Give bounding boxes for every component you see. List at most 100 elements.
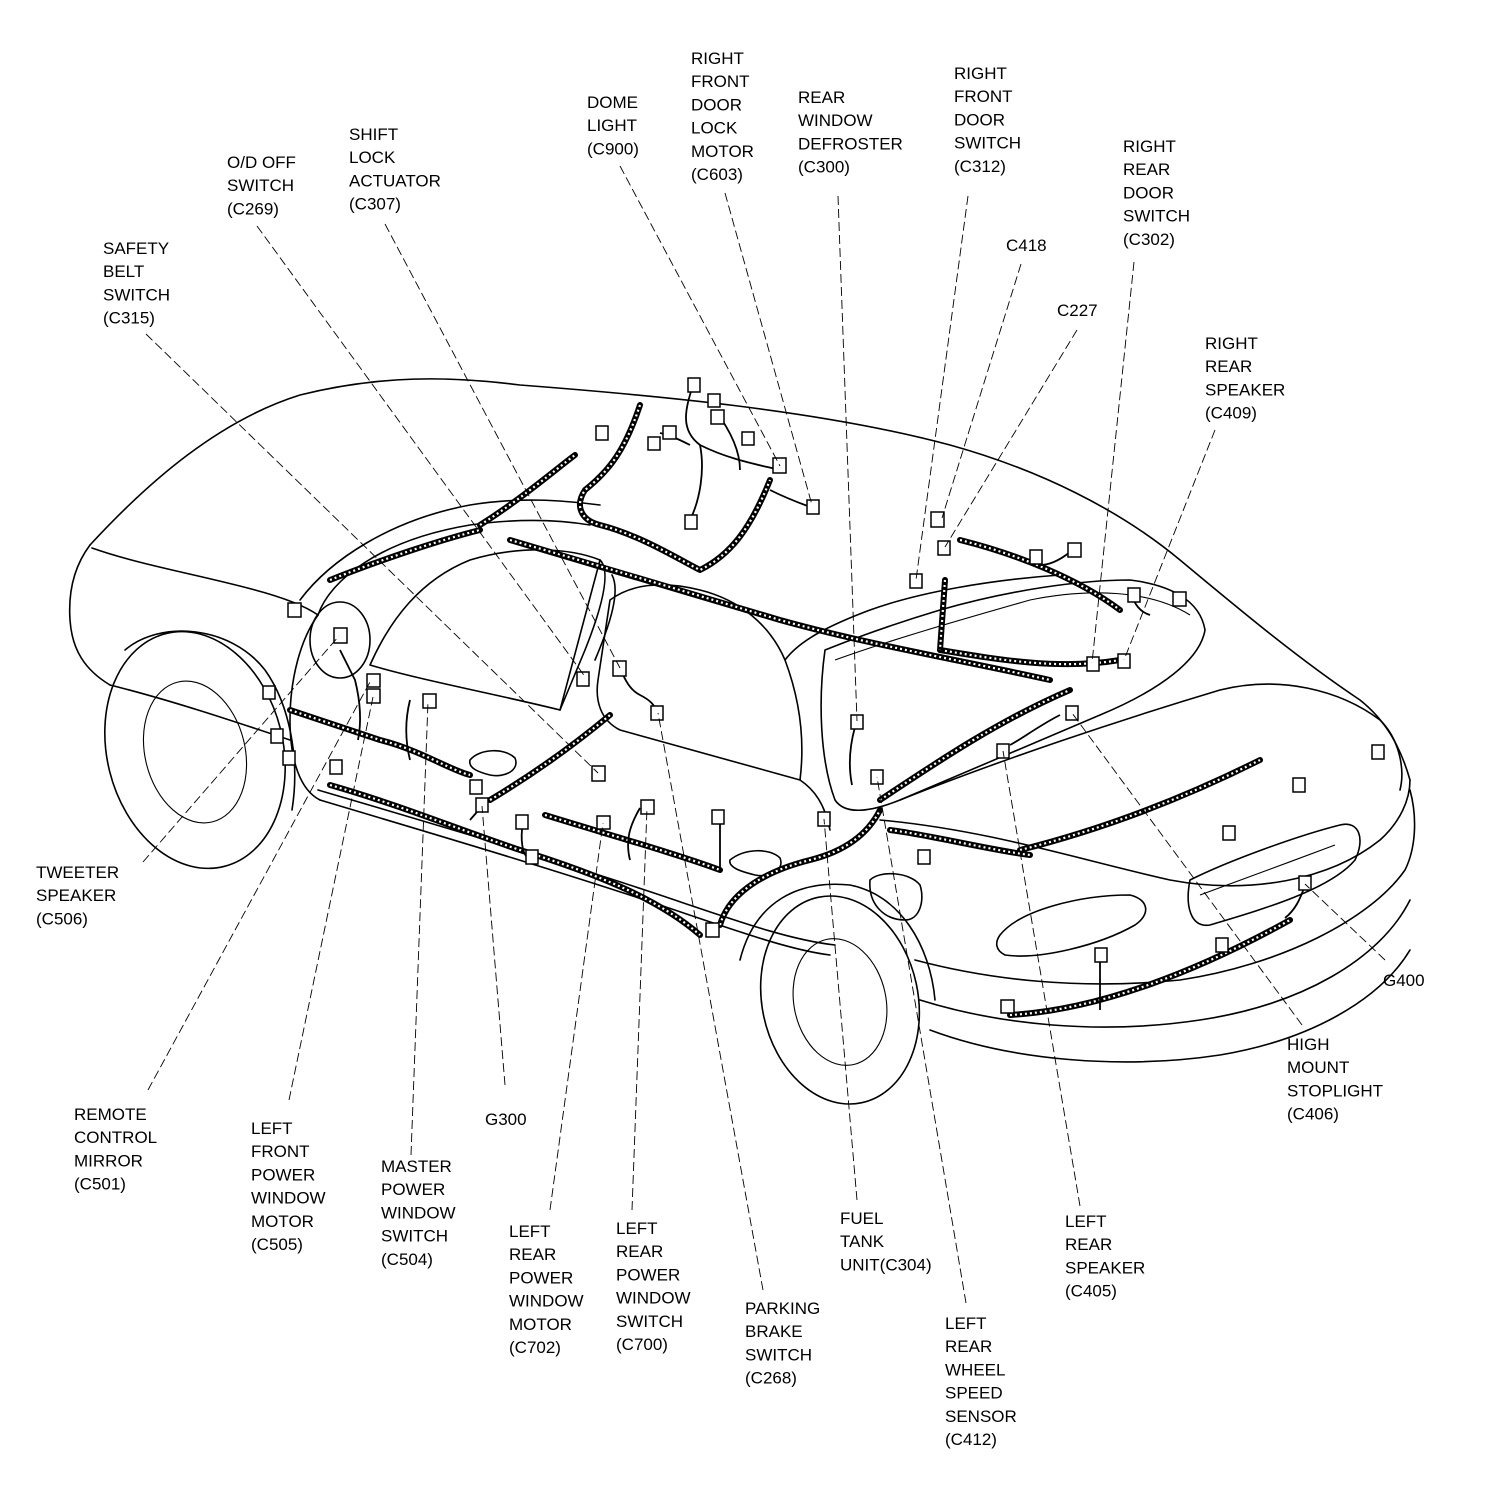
- label-line: LOCK: [691, 119, 738, 138]
- label-line: (C505): [251, 1235, 303, 1254]
- label-line: LEFT: [251, 1119, 293, 1138]
- label-line: BELT: [103, 262, 144, 281]
- label-line: (C269): [227, 199, 279, 218]
- label-line: MOTOR: [691, 142, 754, 161]
- label-line: RIGHT: [691, 49, 744, 68]
- label-line: PARKING: [745, 1299, 820, 1318]
- label-line: POWER: [251, 1165, 315, 1184]
- label-line: MOTOR: [251, 1212, 314, 1231]
- label-line: POWER: [509, 1268, 573, 1287]
- label-line: (C603): [691, 165, 743, 184]
- label-line: REAR: [509, 1245, 556, 1264]
- label-line: REMOTE: [74, 1105, 147, 1124]
- label-line: REAR: [1123, 160, 1170, 179]
- label-line: (C409): [1205, 404, 1257, 423]
- label-line: CONTROL: [74, 1128, 157, 1147]
- label-line: SWITCH: [1123, 207, 1190, 226]
- label-line: (C506): [36, 909, 88, 928]
- label-line: BRAKE: [745, 1322, 803, 1341]
- car-body-outline: [68, 378, 1416, 1105]
- label-line: LIGHT: [587, 116, 637, 135]
- label-line: LEFT: [616, 1219, 658, 1238]
- label-line: SWITCH: [954, 134, 1021, 153]
- label-line: SWITCH: [745, 1345, 812, 1364]
- label-line: UNIT(C304): [840, 1255, 932, 1274]
- label-line: SHIFT: [349, 125, 398, 144]
- label-line: FRONT: [954, 87, 1013, 106]
- label-line: LEFT: [945, 1314, 987, 1333]
- label-c418: C418: [1006, 236, 1047, 255]
- label-line: TANK: [840, 1232, 885, 1251]
- label-line: SWITCH: [103, 285, 170, 304]
- label-line: (C406): [1287, 1105, 1339, 1124]
- label-g300: G300: [485, 1110, 527, 1129]
- label-line: RIGHT: [1123, 137, 1176, 156]
- label-fuel-tank-unit: FUEL TANK UNIT(C304): [840, 1209, 932, 1274]
- label-line: C418: [1006, 236, 1047, 255]
- label-line: (C504): [381, 1250, 433, 1269]
- label-line: REAR: [1065, 1235, 1112, 1254]
- label-line: REAR: [1205, 357, 1252, 376]
- label-line: LEFT: [509, 1222, 551, 1241]
- label-line: LEFT: [1065, 1212, 1107, 1231]
- label-line: SWITCH: [381, 1227, 448, 1246]
- label-line: (C702): [509, 1338, 561, 1357]
- label-line: MIRROR: [74, 1151, 143, 1170]
- label-line: SPEED: [945, 1384, 1003, 1403]
- label-line: SWITCH: [616, 1312, 683, 1331]
- label-rear-window-defroster: REAR WINDOW DEFROSTER (C300): [798, 88, 903, 177]
- label-line: SWITCH: [227, 176, 294, 195]
- label-line: WINDOW: [381, 1203, 456, 1222]
- label-line: REAR: [798, 88, 845, 107]
- label-line: DEFROSTER: [798, 134, 903, 153]
- label-line: (C312): [954, 157, 1006, 176]
- label-line: DOOR: [691, 95, 742, 114]
- label-line: (C307): [349, 195, 401, 214]
- label-line: (C405): [1065, 1282, 1117, 1301]
- label-line: SPEAKER: [36, 886, 116, 905]
- label-line: ACTUATOR: [349, 171, 441, 190]
- label-line: MASTER: [381, 1157, 452, 1176]
- connector-blocks: [262, 377, 1385, 1014]
- label-shift-lock-actuator: SHIFT LOCK ACTUATOR (C307): [349, 125, 441, 214]
- label-c227: C227: [1057, 301, 1098, 320]
- label-line: STOPLIGHT: [1287, 1081, 1383, 1100]
- label-line: POWER: [381, 1180, 445, 1199]
- label-line: SPEAKER: [1065, 1258, 1145, 1277]
- label-line: MOUNT: [1287, 1058, 1349, 1077]
- label-g400: G400: [1383, 971, 1425, 990]
- harness-routes: [287, 402, 1293, 1018]
- wire-pigtails: [339, 384, 1306, 1010]
- label-line: REAR: [945, 1337, 992, 1356]
- label-line: C227: [1057, 301, 1098, 320]
- label-line: G400: [1383, 971, 1425, 990]
- label-line: LOCK: [349, 148, 396, 167]
- label-line: FUEL: [840, 1209, 883, 1228]
- label-line: DOOR: [1123, 183, 1174, 202]
- label-line: FRONT: [251, 1142, 310, 1161]
- label-line: G300: [485, 1110, 527, 1129]
- label-line: TWEETER: [36, 863, 119, 882]
- label-line: REAR: [616, 1242, 663, 1261]
- label-line: DOME: [587, 93, 638, 112]
- label-line: (C315): [103, 309, 155, 328]
- label-line: (C700): [616, 1335, 668, 1354]
- label-line: (C300): [798, 158, 850, 177]
- label-line: DOOR: [954, 110, 1005, 129]
- label-line: WINDOW: [509, 1292, 584, 1311]
- label-line: WINDOW: [798, 111, 873, 130]
- label-line: (C412): [945, 1430, 997, 1449]
- label-safety-belt-switch: SAFETY BELT SWITCH (C315): [103, 239, 170, 328]
- label-line: SAFETY: [103, 239, 169, 258]
